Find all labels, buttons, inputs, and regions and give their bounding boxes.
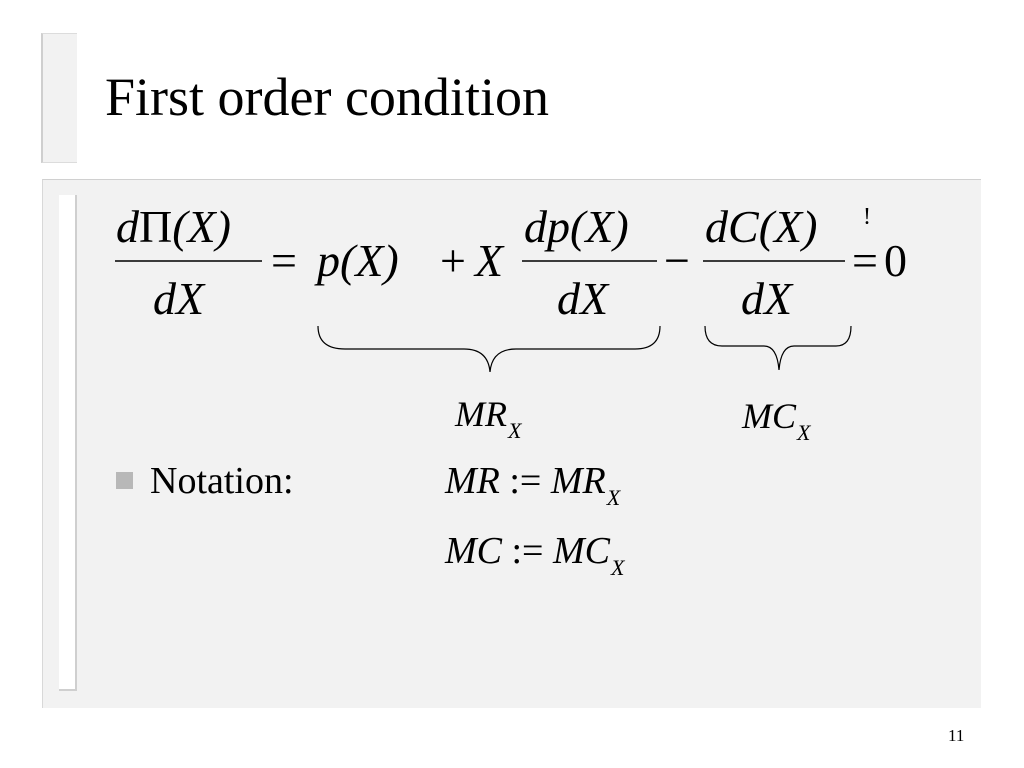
mr-x-label: MRX: [455, 394, 521, 442]
mr-subscript: X: [507, 418, 522, 443]
mr-brace: [317, 325, 661, 373]
dc-numerator: dC(X): [705, 204, 817, 250]
dp-arg: (X): [570, 201, 629, 252]
dp-numerator: dp(X): [524, 204, 629, 250]
slide-title: First order condition: [105, 67, 549, 127]
rhs-zero: 0: [884, 235, 907, 286]
dc-denominator: dX: [741, 273, 793, 324]
notation-mr-lhs: MR: [445, 460, 500, 502]
rhs-equals: =: [852, 235, 878, 286]
mc-x-label: MCX: [742, 396, 810, 444]
title-accent-bar: [41, 33, 77, 163]
lhs-numerator: dΠ(X): [116, 204, 231, 250]
lhs-d: d: [116, 201, 139, 252]
exclamation-mark: !: [863, 204, 871, 230]
notation-line-mr: MR := MRX: [445, 460, 620, 509]
bullet-square: [116, 472, 133, 489]
notation-mc-rhs: MC: [553, 530, 610, 572]
lhs-arg: (X): [172, 201, 231, 252]
mr-text: MR: [455, 394, 507, 434]
minus-sign: −: [664, 235, 690, 286]
dp-denominator: dX: [557, 273, 609, 324]
mc-subscript: X: [797, 420, 811, 445]
notation-mc-subscript: X: [611, 555, 625, 580]
term-p-arg: (X): [340, 235, 399, 286]
notation-mr-subscript: X: [606, 485, 621, 510]
dc-d: dC: [705, 201, 759, 252]
mc-brace: [704, 325, 852, 371]
price-term: p(X): [317, 238, 399, 284]
lhs-pi: Π: [139, 201, 173, 252]
notation-define-op: :=: [499, 460, 551, 502]
notation-line-mc: MC := MCX: [445, 530, 624, 579]
notation-mc-lhs: MC: [445, 530, 502, 572]
plus-sign: +: [440, 235, 466, 286]
page-number: 11: [948, 726, 965, 745]
dp-d: dp: [524, 201, 570, 252]
equals-sign: =: [271, 235, 297, 286]
notation-define-op: :=: [502, 530, 553, 572]
notation-label: Notation:: [150, 460, 294, 502]
mc-text: MC: [742, 396, 796, 436]
lhs-denominator: dX: [153, 273, 205, 324]
content-accent-bar: [59, 195, 77, 691]
notation-mr-rhs: MR: [550, 460, 606, 502]
term-x: X: [475, 235, 504, 286]
content-panel: [42, 179, 981, 708]
dc-arg: (X): [758, 201, 818, 252]
term-p: p: [317, 235, 340, 286]
